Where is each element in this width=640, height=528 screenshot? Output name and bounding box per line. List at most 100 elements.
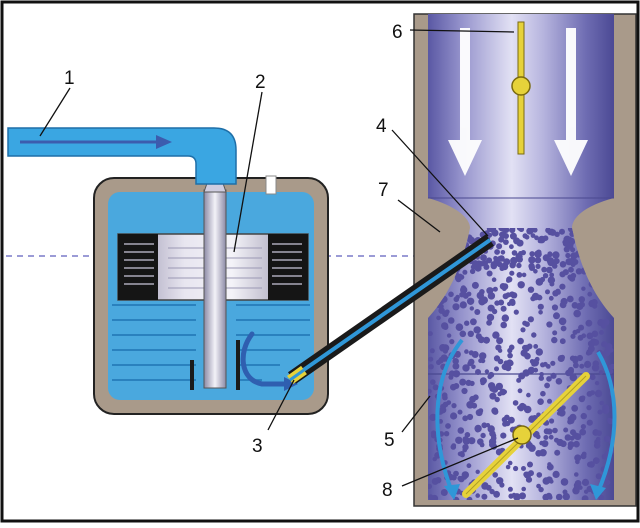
fuel-droplet <box>569 355 576 362</box>
fuel-droplet <box>479 289 485 295</box>
fuel-droplet <box>507 460 513 466</box>
fuel-droplet <box>553 312 560 320</box>
fuel-droplet <box>517 239 524 246</box>
fuel-droplet <box>459 330 467 338</box>
fuel-droplet <box>577 334 584 341</box>
fuel-droplet <box>555 493 563 500</box>
fuel-droplet <box>579 428 587 436</box>
fuel-droplet <box>461 387 468 395</box>
fuel-droplet <box>575 459 580 465</box>
fuel-droplet <box>466 463 472 469</box>
fuel-droplet <box>535 434 541 440</box>
fuel-droplet <box>498 236 505 243</box>
fuel-droplet <box>495 382 503 391</box>
label-6: 6 <box>392 22 403 43</box>
fuel-droplet <box>479 352 487 360</box>
fuel-droplet <box>580 453 587 460</box>
fuel-droplet <box>546 321 553 328</box>
fuel-droplet <box>501 416 508 423</box>
fuel-droplet <box>510 292 518 299</box>
fuel-droplet <box>559 283 566 290</box>
fuel-droplet <box>588 345 595 353</box>
fuel-droplet <box>500 432 507 439</box>
fuel-droplet <box>552 427 558 434</box>
fuel-droplet <box>541 266 547 273</box>
fuel-droplet <box>487 292 496 300</box>
fuel-droplet <box>511 250 518 256</box>
fuel-droplet <box>453 296 460 303</box>
fuel-droplet <box>462 364 470 372</box>
fuel-droplet <box>467 236 476 245</box>
fuel-droplet <box>511 256 516 262</box>
label-2: 2 <box>255 72 266 93</box>
fuel-droplet <box>455 436 463 444</box>
fuel-droplet <box>467 330 474 337</box>
fuel-droplet <box>552 470 560 478</box>
fuel-droplet <box>574 433 582 441</box>
fuel-droplet <box>507 301 512 307</box>
fuel-droplet <box>536 483 541 489</box>
fuel-droplet <box>546 257 555 265</box>
fuel-droplet <box>599 330 604 335</box>
fuel-droplet <box>469 306 474 311</box>
fuel-droplet <box>480 358 486 364</box>
fuel-droplet <box>443 431 450 437</box>
fuel-droplet <box>570 333 576 339</box>
fuel-droplet <box>530 233 536 239</box>
fuel-droplet <box>542 235 549 241</box>
fuel-droplet <box>491 277 497 283</box>
fuel-droplet <box>547 398 552 404</box>
fuel-droplet <box>432 384 439 391</box>
fuel-droplet <box>562 269 569 276</box>
fuel-droplet <box>521 486 526 492</box>
fuel-droplet <box>521 272 527 278</box>
fuel-droplet <box>539 440 544 446</box>
fuel-droplet <box>440 489 448 496</box>
fuel-droplet <box>563 427 569 433</box>
fuel-droplet <box>580 412 587 420</box>
fuel-droplet <box>540 390 546 397</box>
fuel-droplet <box>480 296 489 305</box>
fuel-droplet <box>462 444 469 451</box>
fuel-droplet <box>571 404 579 412</box>
fuel-droplet <box>471 281 479 289</box>
fuel-droplet <box>546 428 553 435</box>
fuel-droplet <box>579 363 585 369</box>
fuel-droplet <box>550 360 556 366</box>
carburetor-body <box>413 13 637 507</box>
fuel-droplet <box>549 281 555 287</box>
fuel-droplet <box>573 309 581 318</box>
fuel-droplet <box>459 301 467 309</box>
fuel-droplet <box>460 286 468 294</box>
fuel-droplet <box>567 242 574 249</box>
fuel-droplet <box>430 432 437 439</box>
fuel-droplet <box>440 354 448 362</box>
fuel-droplet <box>551 336 558 344</box>
fuel-droplet <box>559 228 565 235</box>
fuel-droplet <box>498 255 505 262</box>
fuel-droplet <box>597 409 603 415</box>
fuel-droplet <box>484 369 490 374</box>
fuel-droplet <box>500 321 508 329</box>
fuel-droplet <box>575 328 581 334</box>
fuel-droplet <box>505 420 511 427</box>
fuel-droplet <box>508 344 515 351</box>
fuel-droplet <box>489 488 495 495</box>
fuel-droplet <box>496 243 503 250</box>
fuel-droplet <box>575 268 583 275</box>
fuel-droplet <box>527 316 535 323</box>
fuel-droplet <box>551 304 559 311</box>
fuel-droplet <box>559 338 566 345</box>
fuel-droplet <box>470 318 477 326</box>
fuel-droplet <box>566 295 574 303</box>
fuel-droplet <box>591 364 600 372</box>
fuel-droplet <box>494 249 500 255</box>
fuel-droplet <box>448 291 454 298</box>
fuel-droplet <box>594 380 600 386</box>
fuel-droplet <box>581 286 586 291</box>
fuel-droplet <box>531 332 537 338</box>
fuel-droplet <box>546 463 554 471</box>
fuel-droplet <box>551 263 558 269</box>
fuel-droplet <box>524 234 530 240</box>
